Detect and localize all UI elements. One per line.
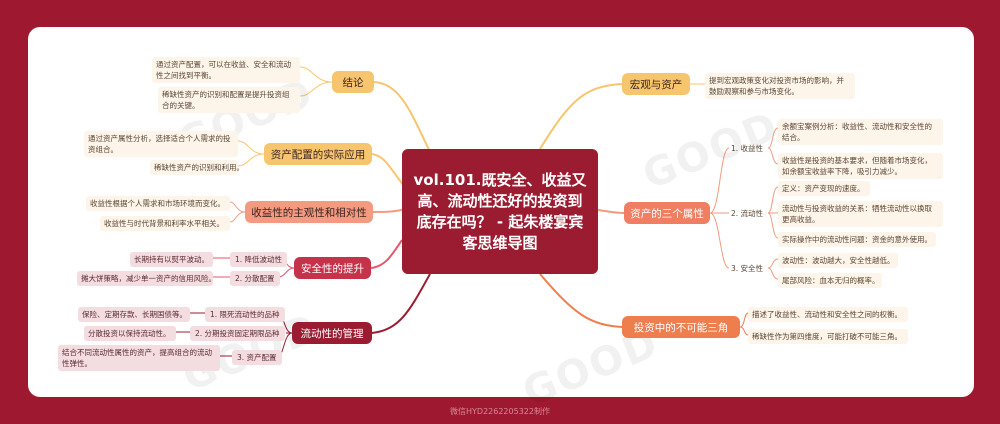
node-practice[interactable]: 资产配置的实际应用 <box>264 143 372 165</box>
sub-liquidity-2[interactable]: 2. 分期投资固定期限品种 <box>190 326 285 341</box>
leaf-attr-liq-1: 定义：资产变现的速度。 <box>778 181 870 196</box>
node-conclusion[interactable]: 结论 <box>332 71 374 93</box>
node-safety[interactable]: 安全性的提升 <box>294 257 371 279</box>
sub-attributes-3[interactable]: 3. 安全性 <box>731 264 764 273</box>
sub-attributes-2[interactable]: 2. 流动性 <box>731 209 764 218</box>
central-topic[interactable]: vol.101.既安全、收益又高、流动性还好的投资到底存在吗？ - 起朱楼宴宾客… <box>402 149 598 274</box>
sub-liquidity-1[interactable]: 1. 限死流动性的品种 <box>205 307 285 322</box>
leaf-attr-safe-2: 尾部风险：血本无归的概率。 <box>778 273 882 288</box>
node-attributes[interactable]: 资产的三个属性 <box>624 202 710 224</box>
leaf-attr-liq-3: 实际操作中的流动性问题：资金的意外使用。 <box>778 232 936 247</box>
leaf-safety-1: 长期持有以熨平波动。 <box>130 252 213 267</box>
leaf-subjectivity-2: 收益性与时代背景和利率水平相关。 <box>100 216 230 231</box>
leaf-conclusion-1: 通过资产配置，可以在收益、安全和流动性之间找到平衡。 <box>152 57 300 83</box>
sub-safety-1[interactable]: 1. 降低波动性 <box>230 252 288 267</box>
leaf-macro-1: 提到宏观政策变化对投资市场的影响，并鼓励观察和参与市场变化。 <box>705 73 855 99</box>
leaf-safety-2: 摊大饼策略，减少单一资产的信用风险。 <box>77 271 216 286</box>
sub-liquidity-3[interactable]: 3. 资产配置 <box>232 350 282 365</box>
sub-safety-2[interactable]: 2. 分散配置 <box>230 271 280 286</box>
leaf-attr-yield-1: 余额宝案例分析：收益性、流动性和安全性的结合。 <box>778 119 943 145</box>
node-triangle[interactable]: 投资中的不可能三角 <box>622 316 740 338</box>
sub-attributes-1[interactable]: 1. 收益性 <box>731 144 764 153</box>
leaf-attr-safe-1: 波动性：波动越大，安全性越低。 <box>778 253 898 268</box>
node-macro[interactable]: 宏观与资产 <box>622 73 690 95</box>
leaf-conclusion-2: 稀缺性资产的识别和配置是提升投资组合的关键。 <box>158 87 300 113</box>
leaf-triangle-2: 稀缺性作为第四维度，可能打破不可能三角。 <box>748 329 908 344</box>
leaf-attr-yield-2: 收益性是投资的基本要求，但随着市场变化，如余额宝收益率下降，吸引力减少。 <box>778 153 943 179</box>
leaf-practice-1: 通过资产属性分析，选择适合个人需求的投资组合。 <box>84 131 238 157</box>
node-liquidity[interactable]: 流动性的管理 <box>292 322 372 344</box>
leaf-liquidity-3: 结合不同流动性属性的资产，提高组合的流动性弹性。 <box>58 345 220 371</box>
leaf-attr-liq-2: 流动性与投资收益的关系：牺牲流动性以换取更高收益。 <box>778 201 943 227</box>
leaf-liquidity-1: 保险、定期存款、长期国债等。 <box>78 307 190 322</box>
node-subjectivity[interactable]: 收益性的主观性和相对性 <box>245 201 373 223</box>
leaf-liquidity-2: 分散投资以保持流动性。 <box>84 326 176 341</box>
footer-credit: 微信HYD2262205322制作 <box>450 407 550 416</box>
leaf-subjectivity-1: 收益性根据个人需求和市场环境而变化。 <box>86 196 230 211</box>
leaf-triangle-1: 描述了收益性、流动性和安全性之间的权衡。 <box>748 307 908 322</box>
leaf-practice-2: 稀缺性资产的识别和利用。 <box>150 160 244 175</box>
